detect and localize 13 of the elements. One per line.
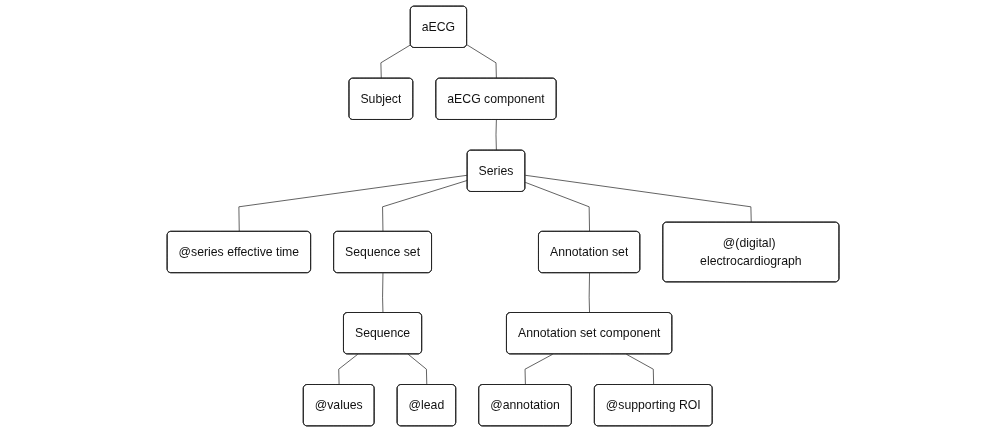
connector xyxy=(408,353,428,386)
connector xyxy=(589,272,591,314)
connector xyxy=(238,174,469,233)
connector xyxy=(626,353,655,386)
connector xyxy=(382,179,469,233)
connector xyxy=(467,44,498,79)
connector xyxy=(496,119,498,151)
connector xyxy=(525,181,591,233)
connector xyxy=(338,353,359,386)
connector xyxy=(525,353,554,386)
connector xyxy=(525,174,753,223)
connector xyxy=(380,44,412,79)
connector xyxy=(382,272,384,314)
